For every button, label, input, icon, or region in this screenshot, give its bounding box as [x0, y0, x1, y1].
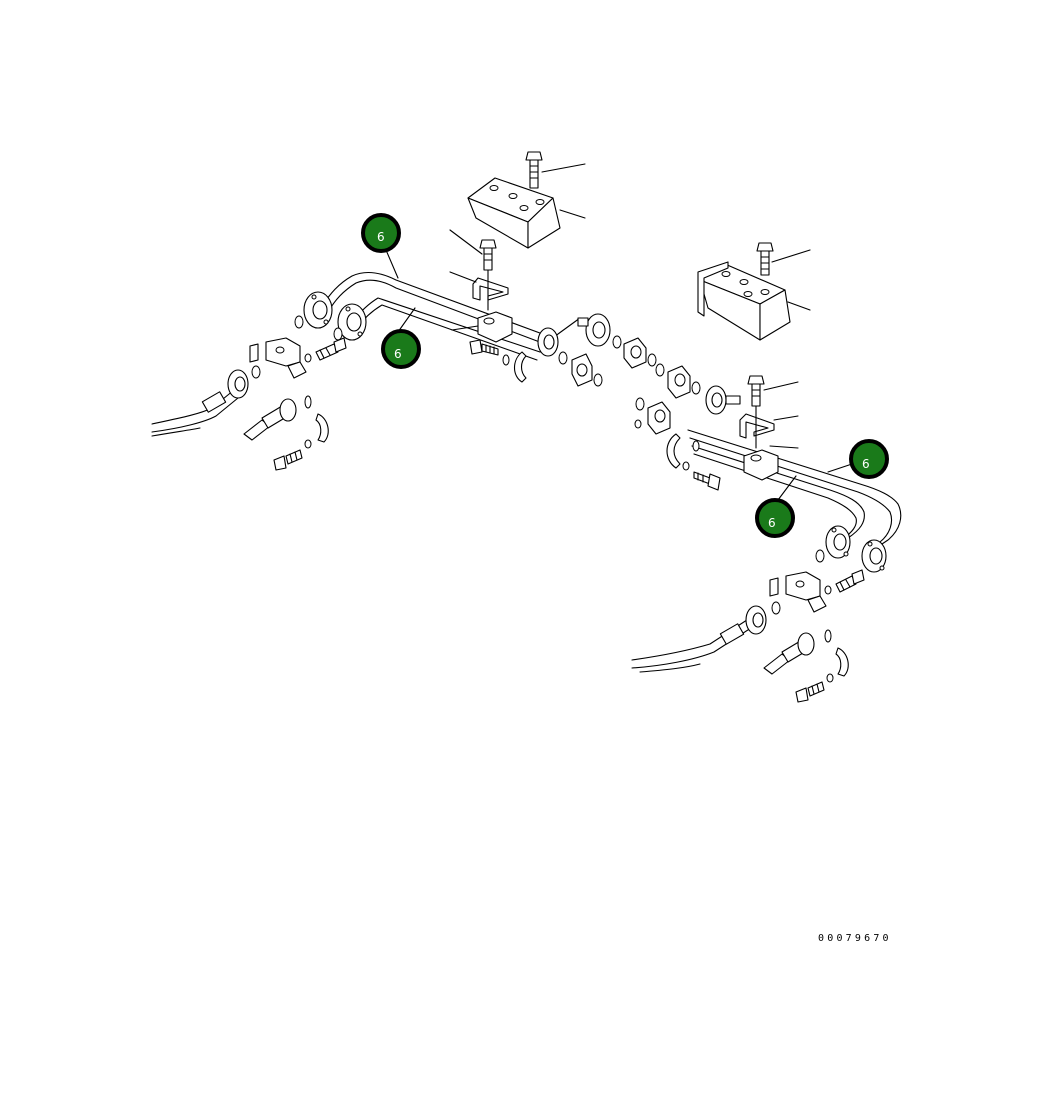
svg-text:6: 6 — [394, 347, 402, 361]
bolt-clamp-right — [824, 569, 865, 595]
bolt-top-right — [756, 242, 811, 276]
callout-6-lower-right[interactable]: 6 — [755, 498, 795, 538]
flange-left-c — [537, 327, 559, 357]
bracket-left — [449, 271, 509, 301]
callout-leader — [777, 475, 797, 501]
split-flange-left — [513, 351, 527, 383]
flange-right-a — [705, 385, 741, 415]
callout-leader — [397, 307, 416, 333]
clamp-right — [769, 571, 827, 613]
hose-left — [151, 369, 249, 437]
flange-block-center-a — [571, 353, 603, 387]
flange-left-b — [337, 303, 367, 341]
bracket-right — [739, 413, 799, 439]
o-ring — [815, 549, 825, 563]
drawing-number: 00079670 — [818, 933, 892, 944]
flange-block-center-b — [623, 337, 657, 369]
flange-left-d — [577, 313, 611, 347]
clamp-left — [249, 337, 307, 379]
hose-right — [631, 605, 767, 673]
callout-6-top-left[interactable]: 6 — [361, 213, 401, 253]
bolt-horizontal-left — [469, 339, 510, 366]
callout-6-right[interactable]: 6 — [849, 439, 889, 479]
o-ring — [251, 365, 261, 379]
clamp-block-right — [743, 445, 799, 481]
split-flange-right — [666, 433, 700, 471]
svg-text:6: 6 — [377, 230, 385, 244]
clamp-block-left — [451, 311, 513, 343]
bolt-top-left — [525, 151, 586, 189]
callout-leader — [385, 249, 399, 279]
bolt-bracket-left — [449, 229, 497, 311]
mounting-block-left — [467, 177, 586, 249]
bolt-lower-left — [273, 439, 312, 471]
flange-right-c — [861, 539, 887, 573]
svg-text:6: 6 — [768, 516, 776, 530]
split-flange-lower-left — [315, 413, 329, 443]
o-ring — [294, 315, 304, 329]
callout-leader — [827, 463, 853, 473]
bolt-bracket-right — [747, 375, 799, 449]
o-ring — [771, 601, 781, 615]
o-ring — [333, 327, 343, 341]
bolt-horizontal-right — [693, 471, 721, 491]
hose-fitting-left — [243, 395, 312, 441]
mounting-block-right — [697, 261, 811, 341]
svg-text:6: 6 — [862, 457, 870, 471]
flange-block-right-b — [634, 397, 671, 435]
callout-6-left[interactable]: 6 — [381, 329, 421, 369]
flange-block-right-a — [655, 363, 701, 399]
flange-right-b — [825, 525, 851, 559]
o-ring — [558, 351, 568, 365]
split-flange-lower-right — [835, 647, 849, 677]
hose-fitting-right — [763, 629, 832, 675]
bolt-clamp-left — [304, 337, 347, 363]
o-ring — [612, 335, 622, 349]
bolt-lower-right — [795, 673, 834, 703]
flange-left-a — [303, 291, 333, 329]
tube-assembly-right — [687, 429, 902, 549]
